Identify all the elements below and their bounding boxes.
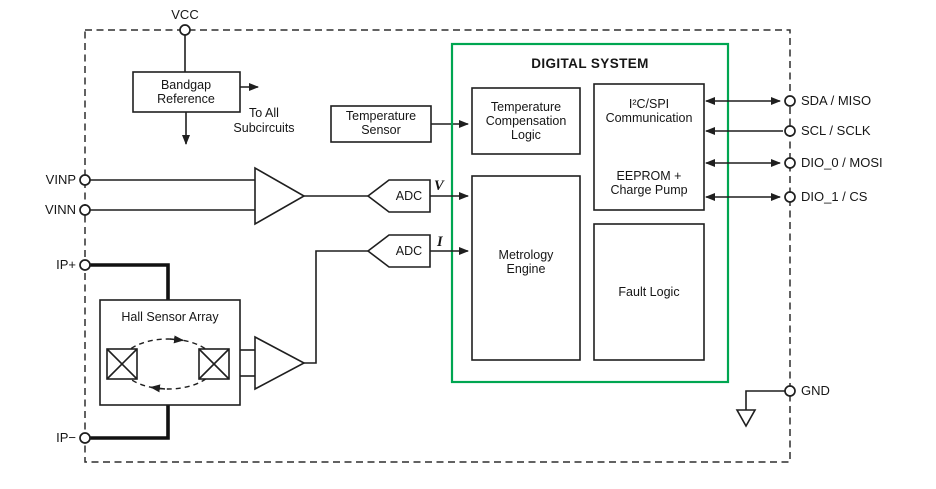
comm-label-3: EEPROM + <box>617 169 682 183</box>
temp-comp-label-1: Temperature <box>491 100 561 114</box>
chip-boundary-outline <box>84 29 791 463</box>
ip-plus-label: IP+ <box>56 257 76 272</box>
comm-label-2: Communication <box>606 111 693 125</box>
bandgap-reference-block: Bandgap Reference To All Subcircuits <box>132 71 295 145</box>
digital-system-outline <box>450 42 730 384</box>
hall-plate-left-icon <box>106 348 138 380</box>
voltage-amplifier-icon <box>254 166 306 226</box>
voltage-channel: VINP VINN ADC V <box>45 166 469 226</box>
pin-vcc: VCC <box>171 7 199 72</box>
temp-comp-label-3: Logic <box>511 128 541 142</box>
hall-array-label: Hall Sensor Array <box>121 310 219 324</box>
current-channel: IP+ IP− Hall Sensor Array ADC I <box>56 234 469 445</box>
gnd-label: GND <box>801 383 830 398</box>
temp-comp-box <box>471 87 581 155</box>
vcc-terminal-icon <box>179 24 191 36</box>
vcc-label: VCC <box>171 7 198 22</box>
fault-logic-box <box>593 223 705 361</box>
comm-box <box>593 83 705 211</box>
digital-pins: SDA / MISO SCL / SCLK DIO_0 / MOSI DIO_1… <box>705 93 883 204</box>
comm-label-1: I²C/SPI <box>629 97 669 111</box>
metrology-box <box>471 175 581 361</box>
vinn-label: VINN <box>45 202 76 217</box>
vinp-label: VINP <box>46 172 76 187</box>
bandgap-box <box>132 71 241 113</box>
scl-terminal-icon <box>784 125 796 137</box>
dio1-terminal-icon <box>784 191 796 203</box>
metrology-label-1: Metrology <box>499 248 555 262</box>
dio1-label: DIO_1 / CS <box>801 189 868 204</box>
gnd-terminal-icon <box>784 385 796 397</box>
vinp-terminal-icon <box>79 174 91 186</box>
bandgap-label-1: Bandgap <box>161 78 211 92</box>
temp-sensor-box <box>330 105 432 143</box>
current-amplifier-icon <box>254 335 306 391</box>
digital-system-block: DIGITAL SYSTEM Temperature Compensation … <box>450 42 730 384</box>
ip-minus-label: IP− <box>56 430 76 445</box>
vinn-terminal-icon <box>79 204 91 216</box>
loop-arrow-bottom-icon <box>150 384 166 393</box>
metrology-label-2: Engine <box>507 262 546 276</box>
temp-sensor-label-1: Temperature <box>346 109 416 123</box>
ip-minus-terminal-icon <box>79 432 91 444</box>
loop-arrow-top-icon <box>169 335 184 344</box>
ground-symbol-icon <box>735 409 757 428</box>
v-signal-label: V <box>434 178 445 194</box>
hall-plate-right-icon <box>198 348 230 380</box>
temp-sensor-label-2: Sensor <box>361 123 401 137</box>
pin-gnd: GND <box>735 383 830 428</box>
sda-terminal-icon <box>784 95 796 107</box>
scl-label: SCL / SCLK <box>801 123 871 138</box>
digital-system-title: DIGITAL SYSTEM <box>531 56 649 71</box>
ip-plus-terminal-icon <box>79 259 91 271</box>
dio0-terminal-icon <box>784 157 796 169</box>
fault-logic-label: Fault Logic <box>618 285 679 299</box>
temperature-sensor-block: Temperature Sensor <box>330 105 469 143</box>
to-all-label-1: To All <box>249 106 279 120</box>
dio0-label: DIO_0 / MOSI <box>801 155 883 170</box>
sda-label: SDA / MISO <box>801 93 871 108</box>
adc-i-label: ADC <box>396 244 422 258</box>
to-all-label-2: Subcircuits <box>233 121 294 135</box>
gnd-wire <box>745 390 785 410</box>
adc-v-label: ADC <box>396 189 422 203</box>
i-signal-label: I <box>436 234 444 250</box>
amp-to-adc-i-wire <box>304 250 368 364</box>
temp-comp-label-2: Compensation <box>486 114 567 128</box>
comm-label-4: Charge Pump <box>610 183 687 197</box>
bandgap-label-2: Reference <box>157 92 215 106</box>
ip-minus-conductor <box>90 392 170 440</box>
